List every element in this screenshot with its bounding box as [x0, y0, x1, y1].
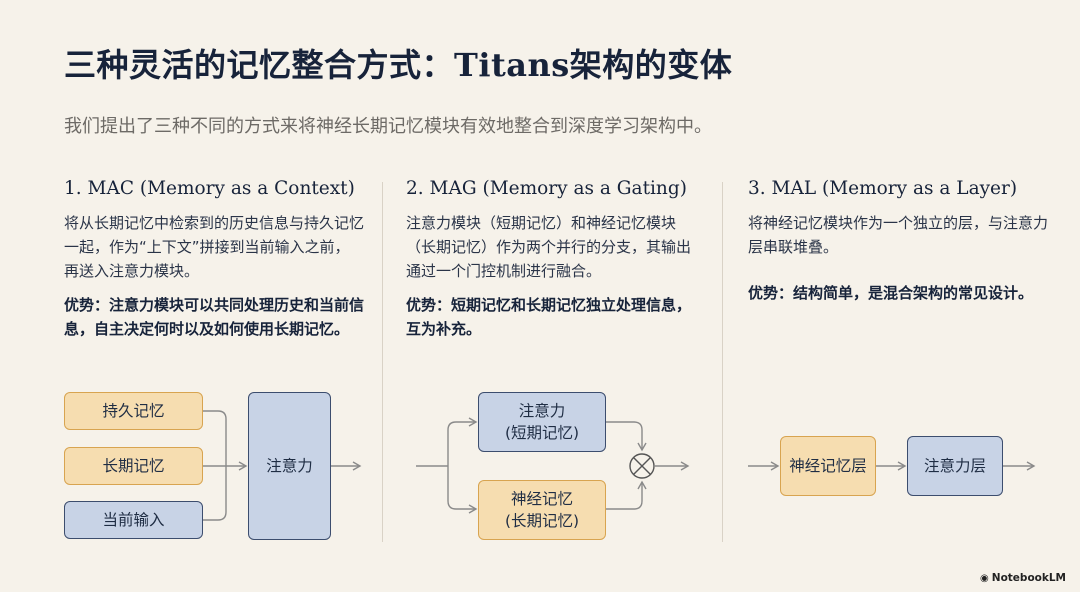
mac-heading: 1. MAC (Memory as a Context): [64, 178, 355, 199]
column-mac: 1. MAC (Memory as a Context) 将从长期记忆中检索到的…: [64, 178, 364, 341]
mac-attention-label: 注意力: [266, 457, 313, 475]
current-input-box: 当前输入: [64, 501, 203, 539]
long-term-memory-box: 长期记忆: [64, 447, 203, 485]
mac-advantage: 优势：注意力模块可以共同处理历史和当前信息，自主决定何时以及如何使用长期记忆。: [64, 296, 365, 338]
column-divider: [382, 182, 383, 542]
notebooklm-logo-icon: ◉: [980, 573, 989, 584]
mal-attention-layer-label: 注意力层: [923, 457, 986, 475]
column-divider: [722, 182, 723, 542]
brand-watermark: ◉NotebookLM: [980, 572, 1066, 584]
brand-label: NotebookLM: [991, 572, 1066, 584]
mal-advantage: 优势：结构简单，是混合架构的常见设计。: [748, 284, 1034, 302]
current-input-label: 当前输入: [102, 511, 165, 529]
mal-neural-layer-label: 神经记忆层: [789, 457, 867, 475]
long-term-memory-label: 长期记忆: [102, 457, 165, 475]
mac-connector-input: [203, 466, 227, 521]
persistent-memory-box: 持久记忆: [64, 392, 203, 430]
persistent-memory-label: 持久记忆: [102, 402, 165, 420]
mac-connector-persistent: [203, 410, 227, 466]
mag-advantage: 优势：短期记忆和长期记忆独立处理信息，互为补充。: [406, 296, 692, 338]
mag-attn-to-gate: [606, 421, 647, 452]
mag-attention-box: 注意力 (短期记忆): [478, 392, 606, 452]
mal-neural-layer-box: 神经记忆层: [780, 436, 876, 496]
mag-branch-down: [447, 466, 478, 514]
mag-heading: 2. MAG (Memory as a Gating): [406, 178, 687, 199]
mag-branch-up: [447, 417, 478, 466]
mac-attention-box: 注意力: [248, 392, 331, 540]
page-subtitle: 我们提出了三种不同的方式来将神经长期记忆模块有效地整合到深度学习架构中。: [64, 116, 712, 137]
mac-description: 将从长期记忆中检索到的历史信息与持久记忆一起，作为“上下文”拼接到当前输入之前，…: [64, 214, 365, 280]
mag-neural-memory-box: 神经记忆 (长期记忆): [478, 480, 606, 540]
mal-description: 将神经记忆模块作为一个独立的层，与注意力层串联堆叠。: [748, 214, 1049, 256]
mag-neural-sublabel: (长期记忆): [504, 512, 580, 530]
mag-attention-sublabel: (短期记忆): [504, 424, 580, 442]
column-mal: 3. MAL (Memory as a Layer) 将神经记忆模块作为一个独立…: [748, 178, 1048, 305]
gate-multiply-icon: [629, 453, 655, 479]
mag-neural-label: 神经记忆: [510, 490, 573, 508]
mal-heading: 3. MAL (Memory as a Layer): [748, 178, 1018, 199]
column-mag: 2. MAG (Memory as a Gating) 注意力模块（短期记忆）和…: [406, 178, 702, 341]
mag-description: 注意力模块（短期记忆）和神经记忆模块（长期记忆）作为两个并行的分支，其输出通过一…: [406, 214, 692, 280]
mag-neural-to-gate: [606, 480, 647, 510]
mag-attention-label: 注意力: [518, 402, 566, 420]
mal-attention-layer-box: 注意力层: [907, 436, 1003, 496]
page-title: 三种灵活的记忆整合方式：Titans架构的变体: [64, 46, 733, 84]
